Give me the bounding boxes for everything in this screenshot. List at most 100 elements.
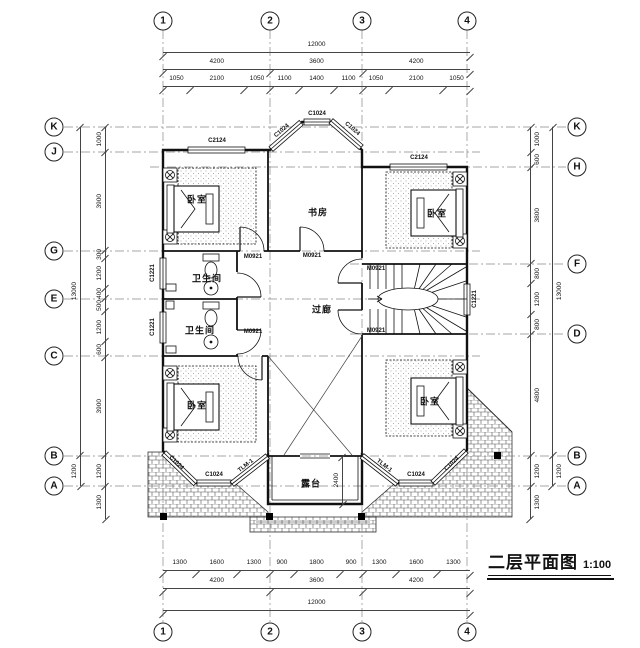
basin-1 [203,280,219,296]
axis-bubble-left-E: E [44,289,64,309]
dim-segment: 4200 [163,57,271,70]
tag-m0921-bath-1: M0921 [243,254,263,260]
dim-segment: 1200 [552,455,565,486]
dim-col-terrace: 2400 [330,457,343,504]
axis-bubble-bottom-2: 2 [260,622,280,642]
bed-top-right [385,171,468,249]
axis-bubble-left-A: A [44,476,64,496]
axis-bubble-top-1: 1 [153,11,173,31]
dim-col-right-detail: 1000 600 3800 800 1200 800 4800 1200 130… [530,127,543,519]
window-c2124-top-left [187,146,246,154]
staircase [368,263,467,335]
dim-segment: 4800 [530,334,543,456]
tag-m0921-bath-2: M0921 [243,329,263,335]
axis-bubble-left-J: J [44,142,64,162]
axis-bubble-left-G: G [44,241,64,261]
basin-2 [203,334,219,350]
tag-m0921-stair-top: M0921 [366,266,386,272]
dim-segment: 600 [530,152,543,168]
dim-segment: 4200 [163,576,271,589]
tag-c1024-bay-center: C1024 [308,111,326,117]
tag-c1024-bottom-left: C1024 [205,472,223,478]
tag-c1024-bottom-right: C1024 [407,472,425,478]
dim-segment: 4200 [362,576,470,589]
dim-row-bottom-spans: 4200 3600 4200 [163,576,470,589]
tag-c1221-left-1: C1221 [150,264,156,282]
dim-segment: 1100 [334,74,363,87]
dim-segment: 13000 [68,127,81,456]
room-label-corridor: 过廊 [311,304,333,315]
window-c1221-right [463,283,471,316]
dim-col-left-detail: 1000 3900 300 1200 400 500 1200 600 3900… [93,127,106,519]
dim-segment: 1200 [93,311,106,342]
dim-segment: 1200 [93,455,106,487]
room-label-bedroom-tr: 卧室 [426,208,448,219]
window-c1024-bottom-left [196,479,232,487]
tag-c2124-top-right: C2124 [410,155,428,161]
terrace-parapet [271,453,359,501]
window-c1024-bay-left [268,119,304,152]
tag-c1221-right: C1221 [472,290,478,308]
room-label-terrace: 露台 [300,478,322,489]
window-c1024-bottom-left-diag [161,450,199,487]
tag-c1221-left-2: C1221 [150,318,156,336]
axis-bubble-right-D: D [567,324,587,344]
dim-segment: 1050 [362,74,390,87]
dim-col-right-overall: 13000 1200 [552,127,565,486]
dim-segment: 1000 [530,127,543,153]
dim-segment: 3900 [93,152,106,251]
room-label-bedroom-br: 卧室 [419,396,441,407]
dim-segment: 1600 [196,558,238,571]
dim-col-left-overall: 13000 1200 [68,127,81,486]
door-tlm1-left [229,453,270,487]
axis-bubble-right-H: H [567,157,587,177]
dim-segment: 900 [270,558,294,571]
dim-segment: 1300 [163,558,197,571]
dim-segment: 2100 [189,74,244,87]
bathroom-fixtures [165,253,220,354]
dim-segment: 1300 [237,558,271,571]
dim-segment: 1300 [436,558,471,571]
dim-row-top-detail: 1050 2100 1050 1100 1400 1100 1050 2100 … [163,74,470,87]
axis-bubble-bottom-1: 1 [153,622,173,642]
dim-segment: 900 [339,558,363,571]
dim-segment: 1050 [443,74,470,87]
dim-segment: 3800 [530,167,543,264]
toilet-1 [202,253,220,279]
dim-segment: 3600 [270,57,363,70]
dim-segment: 300 [93,249,106,260]
dim-segment: 800 [530,263,543,284]
dim-segment: 4200 [362,57,470,70]
tag-c2124-top-left: C2124 [208,138,226,144]
columns [160,452,501,520]
dim-segment: 13000 [552,127,565,456]
axis-bubble-top-2: 2 [260,11,280,31]
dim-segment: 600 [93,341,106,358]
window-c1024-bay-right [328,118,364,151]
bed-bottom-right [385,359,468,439]
drawing-title-text: 二层平面图 [488,553,578,572]
dim-segment: 500 [93,298,106,312]
bed-top-left [162,167,257,245]
tag-m0921-study: M0921 [302,253,322,259]
dim-row-top-total: 12000 [163,40,470,53]
windows [159,118,471,487]
dim-segment: 1200 [93,258,106,289]
dim-segment: 12000 [163,40,470,53]
window-c1024-bay-center [303,118,331,126]
dim-segment: 400 [93,288,106,299]
dim-row-top-spans: 4200 3600 4200 [163,57,470,70]
shower-box [165,300,175,310]
door-bath-1 [236,272,262,298]
dim-segment: 2100 [389,74,444,87]
dim-segment: 3900 [93,357,106,456]
axis-bubble-right-A: A [567,476,587,496]
window-c1024-bottom-right-diag [430,448,469,486]
window-c2124-top-right [389,163,448,171]
bed-bottom-left [162,365,257,443]
dim-row-bottom-detail: 1300 1600 1300 900 1800 900 1300 1600 13… [163,558,471,571]
axis-bubble-right-K: K [567,117,587,137]
